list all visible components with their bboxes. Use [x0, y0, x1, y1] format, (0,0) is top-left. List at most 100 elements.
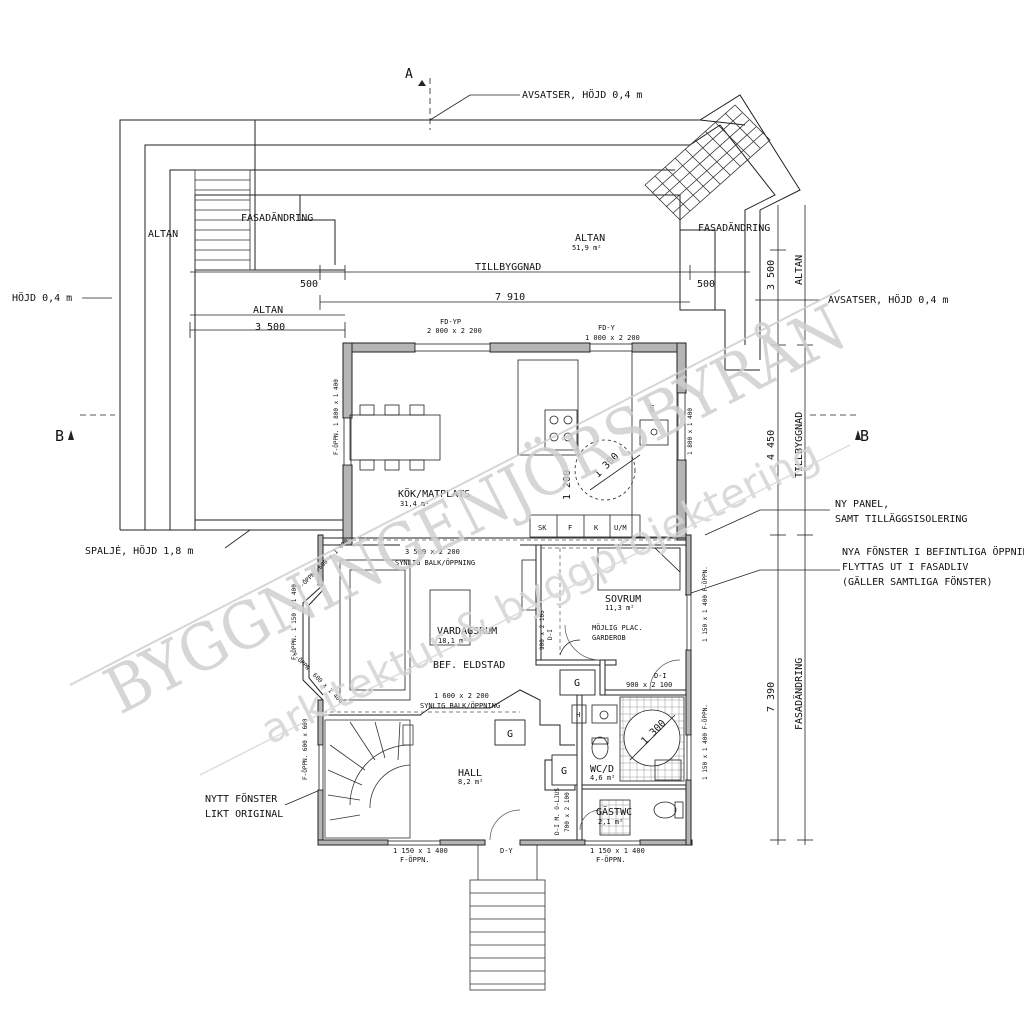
section-a-label: A	[405, 67, 413, 82]
section-b-left-label: B	[55, 427, 64, 445]
section-arrows	[68, 80, 861, 440]
fixture-g2: G	[507, 729, 513, 740]
door-di-gast-size: 700 x 2 100	[564, 792, 571, 832]
terrace-outlines	[119, 94, 801, 531]
window-vr-mid: F-ÖPPN. 1 150 x 1 400	[291, 584, 298, 660]
note-right-altan: ALTAN	[794, 255, 805, 285]
door-fd-y-size: 1 000 x 2 200	[585, 334, 640, 342]
dim-3500: 3 500	[255, 322, 285, 333]
room-hall-area: 8,2 m²	[458, 778, 483, 786]
note-fasadandring-left: FASADÄNDRING	[241, 211, 313, 224]
window-bottom-left-type: F-ÖPPN.	[400, 855, 430, 864]
window-wc: 1 150 x 1 400 F-ÖPPN.	[702, 704, 709, 780]
note-nya-fonster-3: (GÄLLER SAMTLIGA FÖNSTER)	[842, 575, 993, 588]
room-wc-area: 4,6 m²	[590, 774, 615, 782]
note-nytt-fonster-1: NYTT FÖNSTER	[205, 792, 278, 805]
opening-kok-size: 3 500 x 2 200	[405, 548, 460, 556]
fixture-g3: G	[561, 766, 567, 777]
room-gastwc-area: 2,1 m²	[598, 818, 623, 826]
fixture-h: H	[576, 711, 580, 719]
fixture-f: F	[568, 524, 572, 532]
room-sovrum-area: 11,3 m²	[605, 604, 635, 612]
note-spalje: SPALJÉ, HÖJD 1,8 m	[85, 544, 193, 557]
sofa	[339, 559, 537, 701]
window-kok-right: 1 800 x 1 400	[687, 408, 694, 455]
note-nya-fonster-2: FLYTTAS UT I FASADLIV	[842, 562, 968, 573]
stairs-entrance	[469, 840, 546, 991]
dim-r3500: 3 500	[766, 260, 777, 290]
fixture-um: U/M	[614, 524, 627, 532]
note-avsatser-top: AVSATSER, HÖJD 0,4 m	[522, 88, 642, 101]
bathroom-fixtures	[571, 696, 685, 836]
dim-500-left: 500	[300, 279, 318, 290]
stairs-top-right	[644, 104, 771, 221]
door-fd-yp-label: FD-YP	[440, 318, 461, 326]
note-garderob-2: GARDEROB	[592, 634, 626, 642]
leader-lines	[82, 94, 840, 806]
room-altan-strip: ALTAN	[253, 305, 283, 316]
dim-1200: 1 200	[562, 470, 573, 500]
fixture-dm: DM	[649, 404, 656, 412]
door-swings	[489, 624, 681, 841]
kitchen-fixtures	[349, 351, 678, 538]
window-sovrum: 1 150 x 1 400 F-ÖPPN.	[702, 566, 709, 642]
window-bottom-right-type: F-ÖPPN.	[596, 855, 626, 864]
door-di-sovrum-size: 900 x 2 100	[539, 610, 546, 650]
sovrum-furniture	[559, 547, 681, 656]
opening-kok-note: SYNLIG BALK/ÖPPNING	[395, 558, 475, 567]
room-sovrum: SOVRUM	[605, 594, 641, 605]
window-hall-left: F-ÖPPN. 600 x 600	[302, 718, 309, 780]
stairs-top-left	[194, 169, 251, 271]
door-fd-yp-size: 2 000 x 2 200	[427, 327, 482, 335]
room-altan-left: ALTAN	[148, 229, 178, 240]
door-di-wc-label: D-I	[654, 672, 667, 680]
g-boxes	[494, 669, 596, 786]
door-fd-y-label: FD-Y	[598, 324, 616, 332]
note-avsatser-right: AVSATSER, HÖJD 0,4 m	[828, 293, 948, 306]
window-bottom-left-size: 1 150 x 1 400	[393, 847, 448, 855]
note-ny-panel-1: NY PANEL,	[835, 499, 889, 510]
fixture-g1: G	[574, 678, 580, 689]
note-right-tillbyggnad: TILLBYGGNAD	[794, 412, 805, 478]
section-b-right-label: B	[860, 427, 869, 445]
bay-window	[302, 584, 324, 701]
room-vardagsrum: VARDAGSRUM	[437, 626, 497, 637]
room-kok-area: 31,4 m²	[400, 500, 430, 508]
opening-hall-note: SYNLIG BALK/ÖPPNING	[420, 701, 500, 710]
note-hojd-left: HÖJD 0,4 m	[12, 291, 72, 304]
note-nytt-fonster-2: LIKT ORIGINAL	[205, 809, 283, 820]
note-ny-panel-2: SAMT TILLÄGGSISOLERING	[835, 512, 967, 525]
dim-500-right: 500	[697, 279, 715, 290]
dim-r4450: 4 450	[766, 430, 777, 460]
dimension-lines	[189, 205, 813, 845]
room-wc: WC/D	[590, 764, 614, 775]
room-hall: HALL	[458, 768, 482, 779]
note-tillbyggnad: TILLBYGGNAD	[475, 262, 541, 273]
room-altan-main: ALTAN	[575, 233, 605, 244]
hidden-lines	[323, 539, 677, 713]
door-d-y: D-Y	[500, 847, 513, 855]
room-vardagsrum-area: 18,1 m²	[438, 637, 468, 645]
window-kok-left: F-ÖPPN. 1 800 x 1 400	[333, 379, 340, 455]
windows	[318, 343, 692, 846]
note-eldstad: BEF. ELDSTAD	[433, 660, 505, 671]
section-lines	[80, 78, 860, 416]
window-bottom-right-size: 1 150 x 1 400	[590, 847, 645, 855]
dim-r7390: 7 390	[766, 682, 777, 712]
exterior-walls	[317, 342, 693, 846]
note-garderob-1: MÖJLIG PLAC.	[592, 623, 643, 632]
dim-7910: 7 910	[495, 292, 525, 303]
door-di-wc-size: 900 x 2 100	[626, 681, 672, 689]
door-di-sovrum-label: D-I	[547, 629, 554, 640]
door-di-gast-label: D-I M. O-LJUS	[554, 788, 561, 835]
room-kok: KÖK/MATPLATS	[398, 487, 470, 500]
room-altan-main-area: 51,9 m²	[572, 244, 602, 252]
fixture-sk: SK	[538, 524, 547, 532]
note-nya-fonster-1: NYA FÖNSTER I BEFINTLIGA ÖPPNIN	[842, 545, 1024, 558]
room-gastwc: GÄSTWC	[596, 805, 632, 818]
opening-hall-size: 1 600 x 2 200	[434, 692, 489, 700]
spiral-stair	[324, 719, 414, 839]
note-fasadandring-right: FASADÄNDRING	[698, 221, 770, 234]
